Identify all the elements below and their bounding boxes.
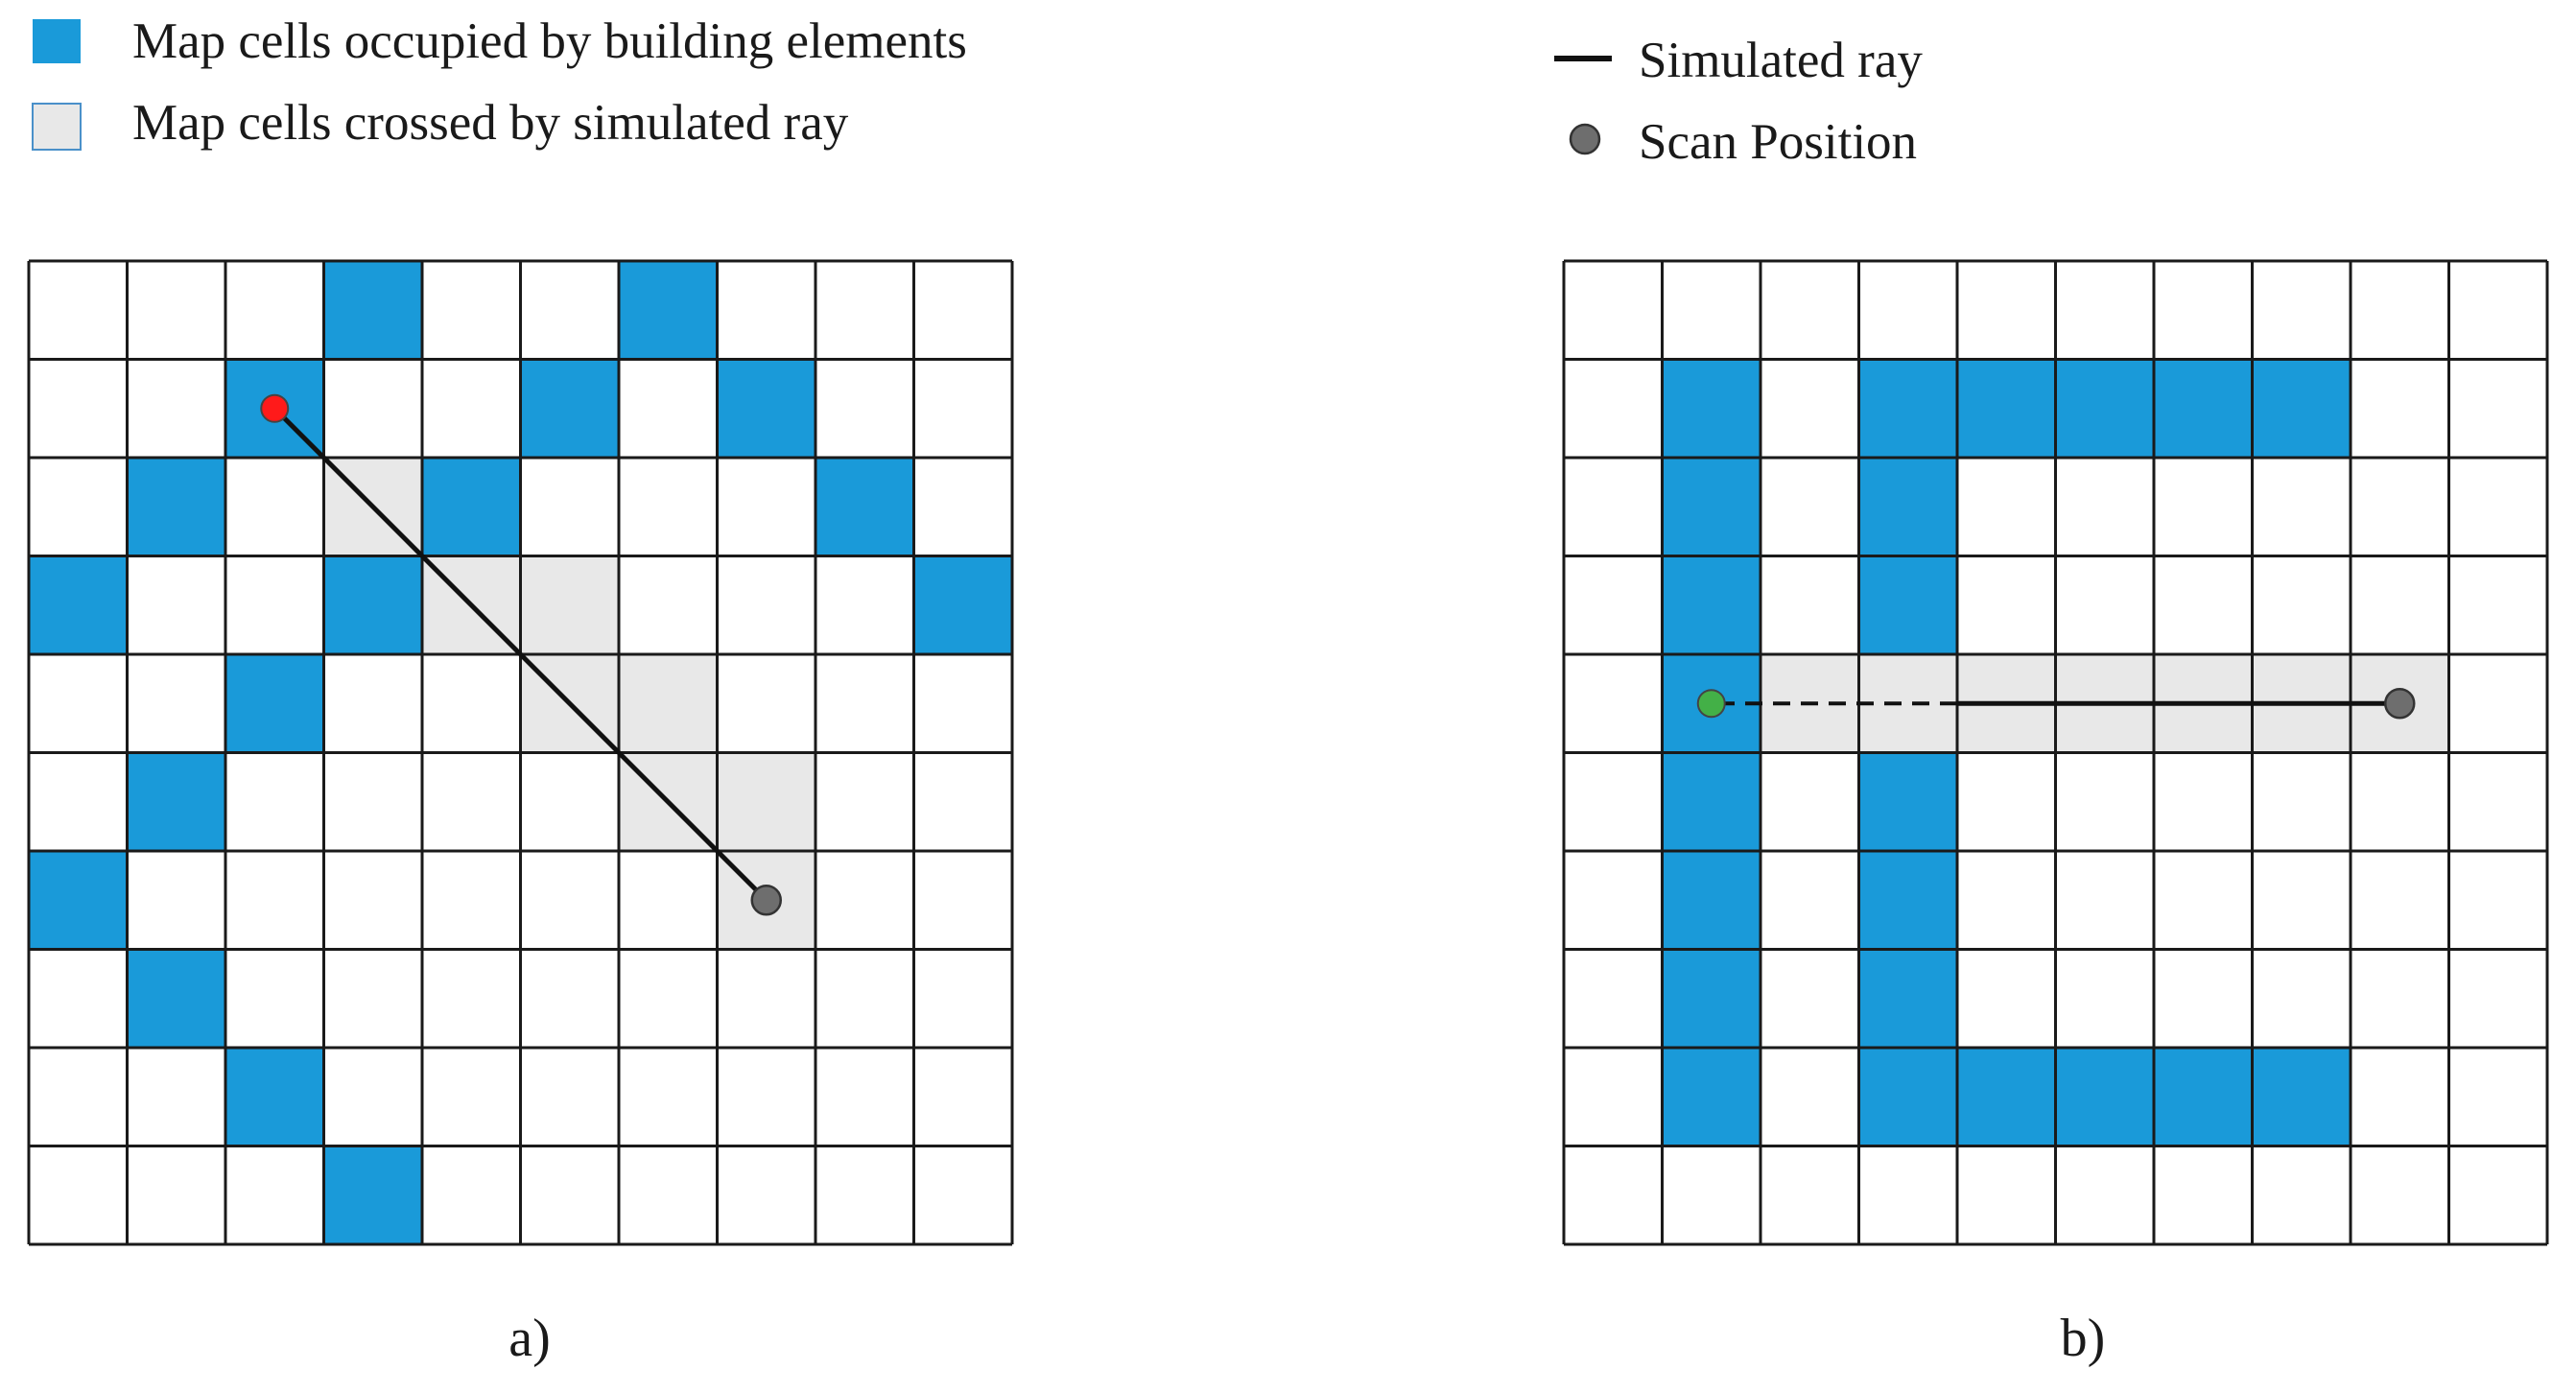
occupied-cell <box>1662 949 1761 1048</box>
panel-b-grid <box>1562 259 2549 1246</box>
ray-hit-point <box>1696 689 1726 719</box>
occupied-cell <box>2154 359 2253 458</box>
occupied-cell <box>619 261 718 360</box>
occupied-cell <box>1662 555 1761 654</box>
occupied-cell <box>2055 1048 2154 1146</box>
occupied-cell <box>1662 1048 1761 1146</box>
occupied-cell <box>225 1048 324 1146</box>
occupied-cell <box>1957 1048 2056 1146</box>
occupied-cell <box>323 261 422 360</box>
scan-position-marker <box>750 885 782 916</box>
occupied-cell <box>1957 359 2056 458</box>
occupied-cell <box>29 851 128 950</box>
occupied-cell <box>1662 359 1761 458</box>
ray-line-solid <box>272 406 768 903</box>
occupied-cell <box>717 359 815 458</box>
occupied-cell <box>1662 458 1761 556</box>
occupied-cell <box>323 1146 422 1244</box>
panel-b: b) <box>1562 259 2549 1368</box>
occupied-cell <box>520 359 619 458</box>
crossed-cell <box>520 555 619 654</box>
occupied-cell <box>1662 851 1761 950</box>
occupied-cell <box>1858 1048 1957 1146</box>
occupied-cell <box>1858 555 1957 654</box>
occupied-cell <box>1858 359 1957 458</box>
crossed-cell <box>717 752 815 851</box>
panel-b-caption: b) <box>2061 1309 2106 1368</box>
occupied-cell <box>2252 1048 2351 1146</box>
occupied-cell <box>815 458 914 556</box>
legend-occupied-label: Map cells occupied by building elements <box>132 13 967 69</box>
occupied-cell <box>2252 359 2351 458</box>
occupied-cell <box>1858 752 1957 851</box>
occupied-cell <box>225 654 324 753</box>
occupied-cell <box>1858 949 1957 1048</box>
occupied-cell <box>2154 1048 2253 1146</box>
legend-ray-label: Simulated ray <box>1639 33 1923 88</box>
legend-occupied-swatch <box>33 19 81 63</box>
occupied-cell <box>127 949 225 1048</box>
panel-a-caption: a) <box>508 1309 551 1368</box>
occupied-cell <box>127 752 225 851</box>
panel-a: a) <box>27 259 1014 1368</box>
crossed-cell <box>619 654 718 753</box>
occupied-cell <box>913 555 1012 654</box>
occupied-cell <box>323 555 422 654</box>
occupied-cell <box>2055 359 2154 458</box>
legend-scan-marker <box>1569 123 1601 155</box>
legend-scan-label: Scan Position <box>1639 114 1917 170</box>
occupied-cell <box>1858 458 1957 556</box>
occupied-cell <box>1858 851 1957 950</box>
occupied-cell <box>127 458 225 556</box>
occupied-cell <box>29 555 128 654</box>
scan-position-marker <box>2384 688 2416 720</box>
ray-hit-point <box>260 393 290 423</box>
occupied-cell <box>422 458 521 556</box>
legend-left: Map cells occupied by building elements … <box>32 13 967 151</box>
legend-crossed-label: Map cells crossed by simulated ray <box>132 95 849 151</box>
panel-a-grid <box>27 259 1014 1246</box>
legend-crossed-swatch <box>32 103 82 151</box>
legend-right: Simulated ray Scan Position <box>1554 33 1923 170</box>
occupied-cell <box>1662 752 1761 851</box>
